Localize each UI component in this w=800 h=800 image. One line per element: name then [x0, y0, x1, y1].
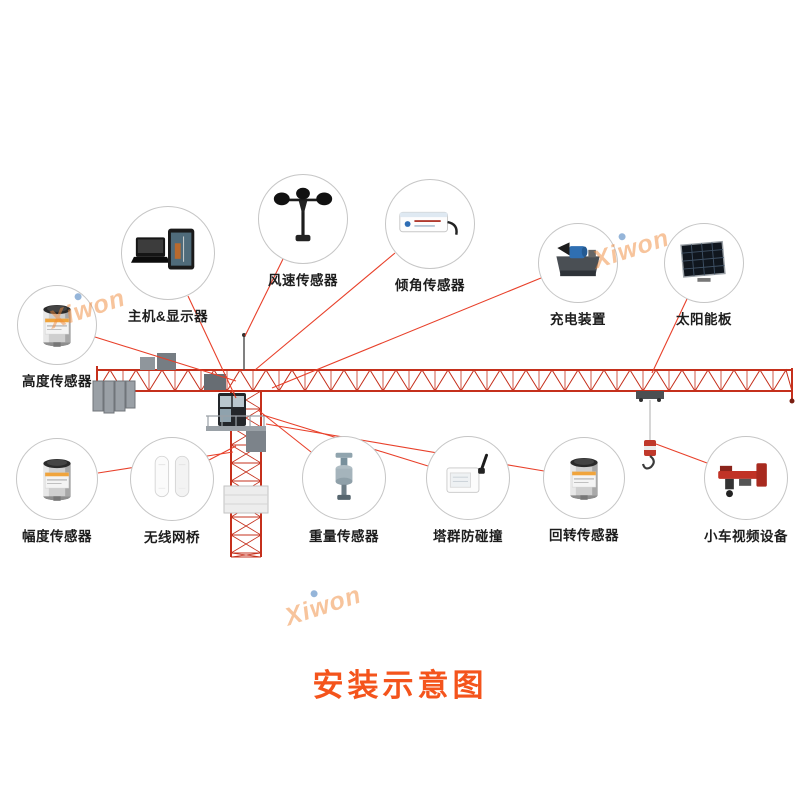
climbing-cage	[223, 485, 269, 514]
connector-trolley-video	[655, 443, 708, 464]
callout-charging-device	[538, 223, 618, 303]
slewing-platform	[206, 415, 266, 452]
callout-anti-collision	[426, 436, 510, 520]
callout-label-anti-collision: 塔群防碰撞	[433, 529, 503, 544]
charging-device-photo	[556, 242, 600, 277]
callout-label-tilt-sensor: 倾角传感器	[395, 278, 465, 293]
callout-label-range-sensor: 幅度传感器	[22, 529, 92, 544]
callout-wireless-bridge	[130, 437, 214, 521]
solar-panel-photo	[680, 240, 726, 282]
connector-height-sensor	[94, 336, 237, 382]
callout-label-main-display: 主机&显示器	[127, 309, 209, 324]
jib-tip-pulley	[789, 398, 795, 404]
height-sensor-photo	[43, 305, 71, 347]
hook-block	[641, 440, 656, 470]
range-sensor-photo	[43, 459, 71, 501]
anti-collision-photo	[446, 453, 488, 493]
callout-solar-panel	[664, 223, 744, 303]
main-display-photo	[131, 228, 195, 270]
tilt-sensor-photo	[399, 211, 458, 235]
callout-tilt-sensor	[385, 179, 475, 269]
callout-label-weight-sensor: 重量传感器	[309, 529, 379, 544]
connector-tilt-sensor	[254, 252, 396, 371]
callout-label-trolley-video: 小车视频设备	[704, 529, 788, 544]
anemometer-pole	[242, 333, 246, 370]
page-title: 安装示意图	[312, 668, 488, 703]
callout-trolley-video	[704, 436, 788, 520]
callout-label-solar-panel: 太阳能板	[676, 312, 732, 327]
callout-label-wind-sensor: 风速传感器	[268, 273, 338, 288]
callout-slewing-sensor	[543, 437, 625, 519]
callout-height-sensor	[17, 285, 97, 365]
weight-sensor-photo	[335, 452, 353, 500]
callout-range-sensor	[16, 438, 98, 520]
callout-label-charging-device: 充电装置	[550, 312, 606, 327]
wind-sensor-photo	[273, 187, 333, 242]
callout-label-wireless-bridge: 无线网桥	[144, 530, 200, 545]
callout-wind-sensor	[258, 174, 348, 264]
connector-charging-device	[271, 277, 542, 389]
hoist-winch	[140, 353, 226, 390]
callout-weight-sensor	[302, 436, 386, 520]
connector-main-display	[187, 295, 237, 399]
connector-wind-sensor	[244, 258, 284, 337]
slewing-sensor-photo	[570, 458, 598, 500]
connector-wireless-bridge	[208, 445, 237, 461]
connector-weight-sensor	[257, 409, 312, 453]
trolley-video-photo	[718, 463, 767, 498]
wireless-bridge-photo	[154, 455, 190, 498]
callout-label-slewing-sensor: 回转传感器	[549, 528, 619, 543]
counterweights	[92, 380, 136, 414]
callout-main-display	[121, 206, 215, 300]
trolley	[636, 391, 664, 402]
connector-solar-panel	[651, 298, 688, 374]
callout-label-height-sensor: 高度传感器	[22, 374, 92, 389]
